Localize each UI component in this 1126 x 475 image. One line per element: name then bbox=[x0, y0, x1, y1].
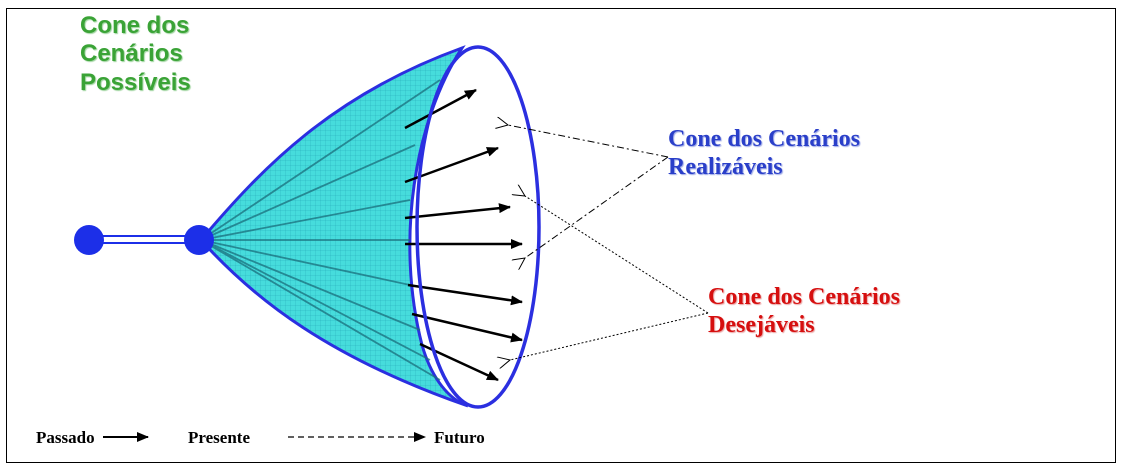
realizaveis-pointers bbox=[508, 125, 669, 258]
arrow-5 bbox=[407, 283, 523, 306]
cone-rays bbox=[200, 79, 441, 381]
possiveis-line-3: Possíveis bbox=[80, 68, 191, 96]
present-node bbox=[184, 225, 214, 255]
realizaveis-line-2: Realizáveis bbox=[668, 154, 783, 181]
desejaveis-label: Cone dos Cenários Desejáveis bbox=[708, 283, 900, 340]
possiveis-label: Cone dos Cenários Possíveis bbox=[80, 12, 191, 97]
timeline-future-label: Futuro bbox=[434, 428, 485, 447]
cone-body bbox=[199, 45, 469, 408]
past-present-connector bbox=[88, 235, 198, 244]
timeline-past-label: Passado bbox=[36, 428, 95, 447]
realizaveis-line-1: Cone dos Cenários bbox=[668, 126, 861, 152]
realizaveis-label: Cone dos Cenários Realizáveis bbox=[668, 125, 860, 182]
arrow-3 bbox=[404, 203, 511, 220]
arrow-6 bbox=[411, 312, 523, 343]
desejaveis-pointers bbox=[510, 196, 709, 360]
desejaveis-line-2: Desejáveis bbox=[708, 312, 815, 339]
past-node bbox=[74, 225, 104, 255]
cone-mouth bbox=[415, 45, 541, 409]
possiveis-line-2: Cenários bbox=[80, 40, 183, 68]
possiveis-line-1: Cone dos bbox=[80, 12, 190, 39]
timeline-present-label: Presente bbox=[188, 428, 250, 447]
arrow-1 bbox=[404, 88, 477, 130]
desejaveis-line-1: Cone dos Cenários bbox=[708, 284, 901, 310]
